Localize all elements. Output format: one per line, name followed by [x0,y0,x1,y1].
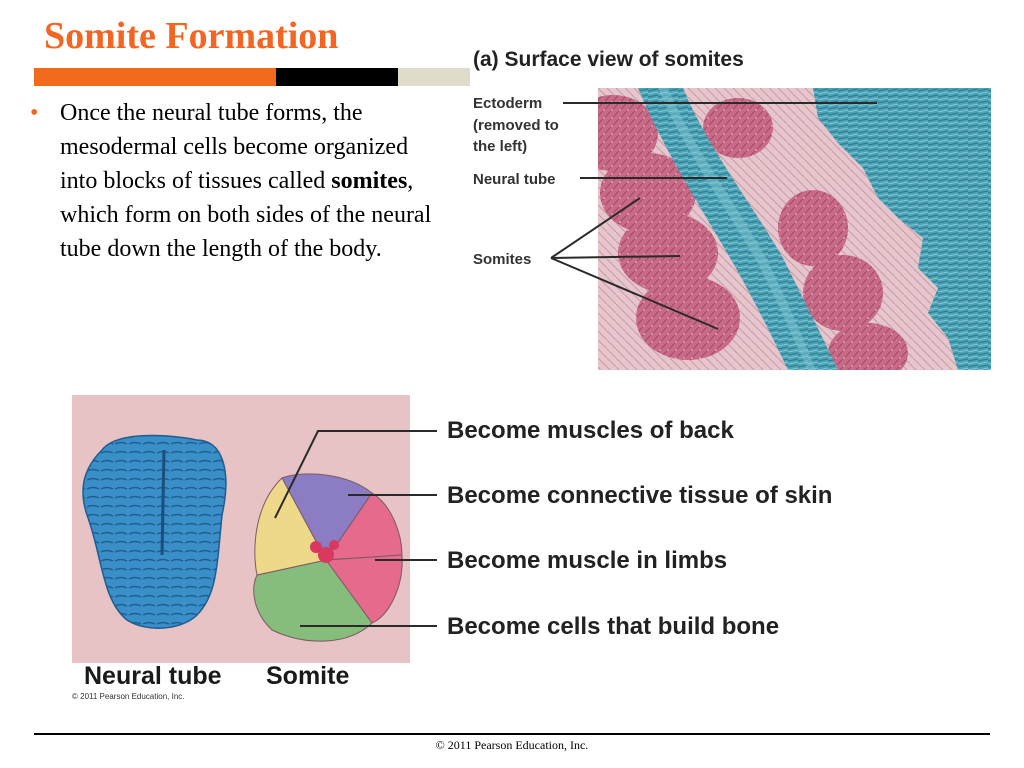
ectoderm-sheet-shape [813,88,991,370]
label-removed-to: (removed to [473,117,559,134]
neural-tube-section-shape [82,434,227,629]
cross-section-illustration [72,395,410,663]
title-rule-orange [34,68,276,86]
bullet-text: Once the neural tube forms, the mesoderm… [60,96,440,266]
bullet-text-post: , which form on both sides of the neural… [60,168,432,262]
label-somite: Somite [266,662,350,690]
label-somites: Somites [473,251,532,268]
label-ectoderm: Ectoderm [473,95,543,112]
caption-connective-tissue: Become connective tissue of skin [447,482,833,509]
caption-muscle-in-limbs: Become muscle in limbs [447,547,728,574]
somite-micrograph-image [598,88,991,370]
title-rule-black [276,68,398,86]
label-neural-tube-a: Neural tube [473,171,556,188]
footer-copyright: © 2011 Pearson Education, Inc. [435,738,589,752]
caption-muscles-of-back: Become muscles of back [447,417,734,444]
bullet-text-bold: somites [331,168,408,194]
label-neural-tube-b: Neural tube [84,662,222,690]
label-the-left: the left) [473,138,528,155]
bullet-dot-icon: • [30,100,39,126]
somite-blocks-shape [598,95,908,370]
title-rule-beige [398,68,470,86]
caption-build-bone: Become cells that build bone [447,613,780,640]
figure-a-title: (a) Surface view of somites [473,48,744,71]
footer-rule [34,733,990,735]
figure-copyright: © 2011 Pearson Education, Inc. [72,692,185,701]
slide-title: Somite Formation [44,15,339,57]
bullet-text-pre: Once the neural tube forms, the mesoderm… [60,100,409,194]
